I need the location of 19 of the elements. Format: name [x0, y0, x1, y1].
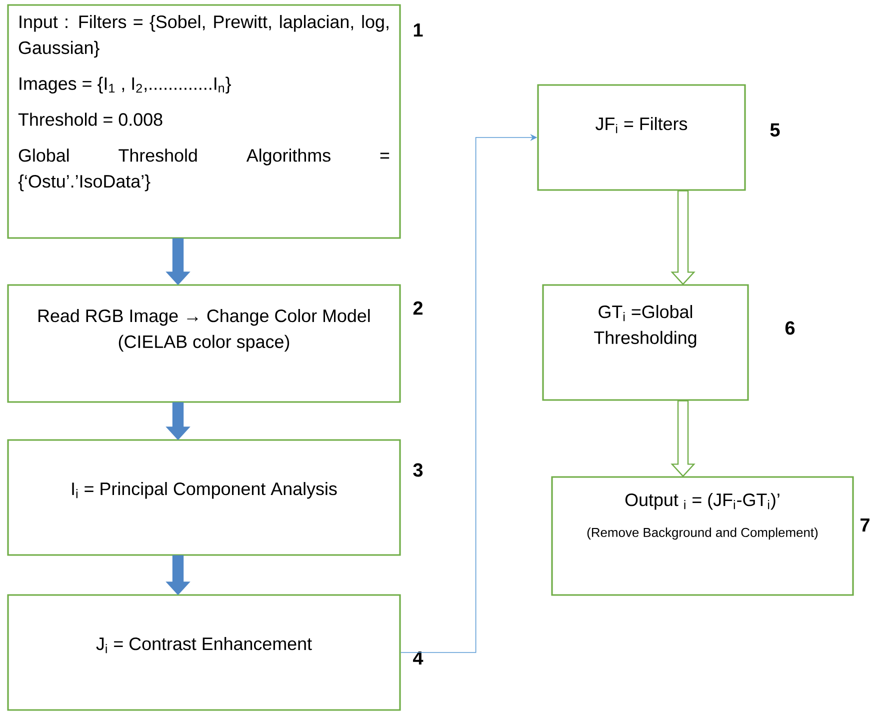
block-arrow — [670, 400, 696, 478]
block-arrow — [670, 190, 696, 286]
block-arrow — [166, 555, 190, 596]
process-box: GT$_{i}$ =Global Thresholding — [542, 284, 749, 401]
step-number: 2 — [413, 301, 422, 315]
process-box: J$_{i}$ = Contrast Enhancement — [7, 594, 401, 711]
process-box: JF$_{i}$ = Filters — [537, 84, 746, 191]
process-box: Read RGB Image → Change Color Model (CIELAB color space) — [7, 284, 401, 403]
block-arrow — [166, 238, 190, 286]
step-number: 6 — [785, 321, 795, 335]
step-number: 3 — [413, 463, 423, 477]
step-number: 4 — [413, 652, 424, 664]
block-arrow — [166, 402, 190, 440]
step-number: 5 — [770, 123, 780, 137]
step-number: 7 — [860, 518, 870, 532]
process-box: Input : Filters = {Sobel, Prewitt, laplacian, log, Gaussian} Images = {I$_{1}$ , I$_{2}$,.............I$_{n}$} Threshold = 0.008 Global Threshold Algorithms = {‘Ostu’.’IsoData’} — [7, 4, 401, 239]
process-box: I$_{i}$ = Principal Component Analysis — [7, 439, 401, 556]
step-number: 1 — [414, 24, 423, 36]
process-box: Output $_{i}$ = (JF$_{i}$-GT$_{i}$)’ (Remove Background and Complement) — [551, 476, 854, 596]
